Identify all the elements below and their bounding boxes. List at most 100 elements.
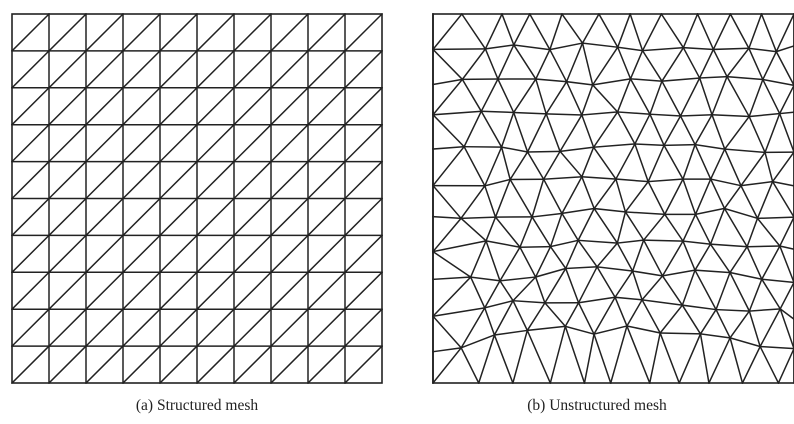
unstructured-mesh-edge [649, 113, 682, 117]
unstructured-mesh-edge [739, 184, 759, 220]
unstructured-mesh-edge [760, 278, 782, 310]
unstructured-mesh-edge [591, 83, 619, 114]
structured-mesh-diagonal [84, 308, 125, 348]
structured-mesh-diagonal [343, 123, 384, 163]
unstructured-mesh-edge [432, 110, 483, 116]
unstructured-mesh-edge [729, 336, 744, 384]
unstructured-mesh-edge [694, 178, 712, 216]
unstructured-mesh-edge [531, 212, 563, 218]
unstructured-mesh-edge [682, 240, 712, 245]
unstructured-mesh-edge [699, 308, 718, 335]
unstructured-mesh-edge [624, 180, 650, 214]
unstructured-mesh-edge [739, 151, 767, 187]
unstructured-mesh-edge [483, 178, 512, 187]
unstructured-mesh-edge [681, 178, 697, 216]
unstructured-mesh-edge [534, 276, 546, 304]
structured-mesh-diagonal [10, 308, 51, 348]
structured-mesh-diagonal [10, 123, 51, 163]
structured-mesh-diagonal [343, 234, 384, 274]
structured-mesh-diagonal [343, 160, 384, 200]
structured-mesh-diagonal [84, 160, 125, 200]
unstructured-mesh-edge [509, 178, 534, 218]
unstructured-mesh-edge [711, 114, 750, 118]
unstructured-mesh-edge [761, 50, 778, 81]
unstructured-mesh-edge [526, 150, 545, 181]
unstructured-mesh-edge [659, 332, 702, 335]
unstructured-mesh-edge [779, 281, 794, 310]
unstructured-mesh-edge [709, 148, 726, 181]
unstructured-mesh-edge [725, 47, 750, 78]
unstructured-mesh-edge [663, 178, 684, 216]
unstructured-mesh-edge [633, 143, 650, 183]
unstructured-mesh-edge [460, 346, 480, 385]
structured-mesh-panel: (a) Structured mesh [0, 0, 394, 424]
unstructured-mesh-edge [593, 207, 627, 213]
unstructured-mesh-edge [549, 245, 567, 270]
unstructured-mesh-edge [642, 213, 666, 242]
unstructured-mesh-edge [480, 110, 503, 149]
unstructured-mesh-edge [778, 84, 794, 115]
unstructured-mesh-edge [512, 43, 537, 81]
unstructured-mesh-edge [534, 267, 567, 278]
unstructured-mesh-edge [681, 304, 717, 311]
unstructured-mesh-edge [615, 178, 650, 183]
unstructured-mesh-edge [709, 178, 742, 187]
unstructured-mesh-edge [580, 113, 595, 149]
unstructured-mesh-figure [431, 12, 794, 385]
structured-mesh-diagonal [306, 308, 347, 348]
unstructured-mesh-edge [549, 239, 580, 248]
structured-mesh-diagonal [47, 197, 88, 237]
unstructured-mesh-edge [679, 114, 713, 117]
unstructured-mesh-edge [642, 239, 664, 277]
unstructured-mesh-edge [771, 180, 794, 219]
structured-mesh-diagonal [10, 49, 51, 89]
unstructured-mesh-edge [648, 80, 663, 116]
unstructured-mesh-edge [542, 150, 562, 181]
structured-mesh-diagonal [84, 197, 125, 237]
unstructured-mesh-edge [431, 276, 472, 318]
unstructured-mesh-edge [740, 180, 774, 187]
unstructured-mesh-edge [756, 180, 774, 220]
unstructured-mesh-edge [641, 49, 663, 83]
unstructured-mesh-edge [648, 113, 666, 147]
unstructured-mesh-edge [741, 345, 762, 385]
unstructured-mesh-edge [526, 150, 561, 153]
unstructured-mesh-edge [616, 46, 632, 80]
unstructured-mesh-edge [548, 42, 584, 51]
unstructured-mesh-edge [661, 274, 684, 307]
unstructured-mesh-edge [500, 111, 515, 149]
unstructured-mesh-edge [460, 306, 486, 349]
unstructured-mesh-edge [485, 216, 497, 242]
unstructured-mesh-edge [711, 75, 728, 116]
unstructured-mesh-edge [631, 270, 664, 277]
structured-mesh-diagonal [47, 86, 88, 126]
unstructured-mesh-edge [694, 143, 726, 150]
unstructured-mesh-edge [711, 113, 726, 151]
structured-mesh-diagonal [306, 49, 347, 89]
unstructured-mesh-edge [764, 112, 781, 154]
unstructured-mesh-edge [460, 216, 497, 220]
unstructured-mesh-edge [564, 301, 580, 328]
unstructured-mesh-edge [748, 310, 762, 348]
unstructured-mesh-edge [485, 239, 521, 249]
structured-mesh-diagonal [343, 86, 384, 126]
unstructured-mesh-edge [661, 77, 701, 82]
unstructured-mesh-edge [592, 296, 617, 336]
unstructured-mesh-edge [483, 184, 497, 219]
structured-mesh-diagonal [195, 86, 236, 126]
unstructured-mesh-edge [682, 13, 699, 49]
structured-mesh-diagonal [269, 234, 310, 274]
unstructured-mesh-edge [748, 308, 782, 312]
unstructured-mesh-edge [577, 239, 599, 268]
unstructured-mesh-edge [526, 112, 548, 153]
structured-mesh-diagonal [343, 49, 384, 89]
structured-mesh-diagonal [232, 308, 273, 348]
structured-mesh-diagonal [121, 308, 162, 348]
unstructured-mesh-edge [431, 12, 463, 51]
structured-mesh-diagonal [84, 345, 125, 385]
structured-mesh-diagonal [47, 345, 88, 385]
unstructured-mesh-edge [748, 78, 764, 118]
unstructured-mesh-edge [432, 239, 487, 253]
unstructured-mesh-edge [432, 307, 486, 318]
structured-mesh-diagonal [47, 160, 88, 200]
